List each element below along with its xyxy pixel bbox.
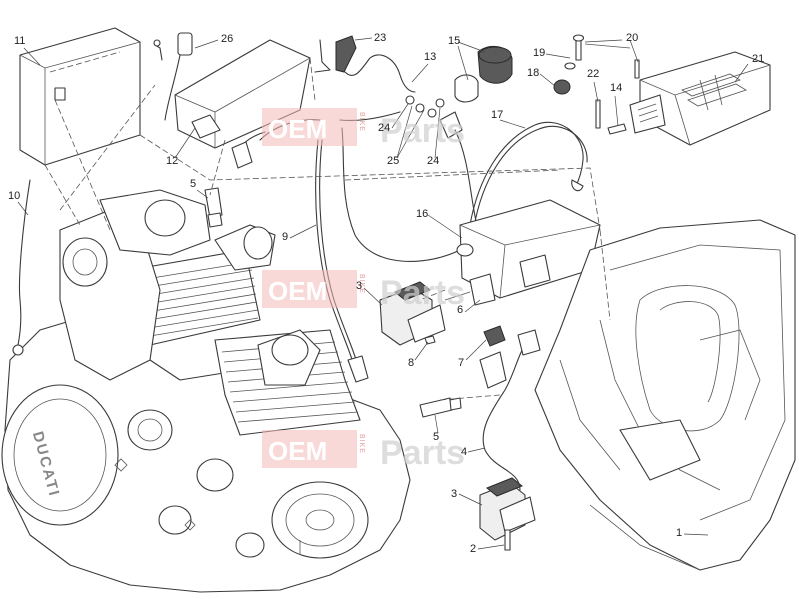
spark-plug-upper: [204, 187, 223, 228]
spark-plug-lower: [419, 397, 462, 418]
part-number-p13: 13: [424, 51, 436, 63]
svg-text:OEM: OEM: [268, 276, 327, 306]
engine-control-unit: [629, 51, 771, 146]
part-number-p4: 4: [461, 446, 467, 458]
electrical-component-holder: [456, 199, 601, 306]
part-number-p18: 18: [527, 67, 539, 79]
airbox-housing: [534, 219, 796, 571]
part-number-p6: 6: [457, 304, 463, 316]
screw-2: [504, 529, 511, 551]
part-number-p9: 9: [282, 231, 288, 243]
part-number-p24a: 24: [378, 122, 390, 134]
part-number-p20: 20: [626, 32, 638, 44]
part-number-p3b: 3: [451, 488, 457, 500]
high-tension-lead: [482, 344, 526, 491]
part-number-p26: 26: [221, 33, 233, 45]
rubber-mount-7: [483, 325, 506, 347]
svg-text:BIKE: BIKE: [358, 274, 365, 294]
screw-8: [424, 335, 436, 345]
svg-text:Parts: Parts: [380, 112, 465, 150]
svg-text:OEM: OEM: [268, 114, 327, 144]
ignition-coil-upper: [379, 281, 471, 346]
part-number-p12: 12: [166, 155, 178, 167]
part-number-p2: 2: [470, 543, 476, 555]
part-number-p19: 19: [533, 47, 545, 59]
battery-positive-cable: [153, 32, 193, 121]
starter-relay: [454, 45, 513, 103]
svg-text:Parts: Parts: [380, 274, 465, 312]
part-number-p3a: 3: [356, 280, 362, 292]
part-number-p10: 10: [8, 190, 20, 202]
engine-assembly: DUCATI: [1, 189, 411, 593]
part-number-p21: 21: [752, 53, 764, 65]
engine-ground-cable: [469, 121, 584, 226]
spark-plug-cap-lead: [314, 35, 416, 93]
part-number-p5a: 5: [190, 178, 196, 190]
part-number-p7: 7: [458, 357, 464, 369]
battery: [19, 27, 141, 166]
part-number-p11: 11: [14, 35, 25, 47]
part-number-p16: 16: [416, 208, 428, 220]
part-number-p25: 25: [387, 155, 399, 167]
callout-leaders: [17, 37, 749, 550]
part-number-p14: 14: [610, 82, 622, 94]
watermark-2: OEM BIKE Parts: [262, 270, 465, 312]
watermark-3: OEM BIKE Parts: [262, 430, 465, 472]
part-number-p24b: 24: [427, 155, 439, 167]
watermark-1: OEM BIKE Parts: [262, 108, 465, 150]
part-number-p5b: 5: [433, 431, 439, 443]
part-number-p15: 15: [448, 35, 460, 47]
ignition-coil-lower: [479, 477, 536, 541]
battery-ground-cable: [17, 179, 31, 346]
part-number-p17: 17: [491, 109, 503, 121]
svg-text:BIKE: BIKE: [358, 434, 365, 454]
svg-text:OEM: OEM: [268, 436, 327, 466]
part-number-p8: 8: [408, 357, 414, 369]
svg-text:BIKE: BIKE: [358, 112, 365, 132]
part-number-p22: 22: [587, 68, 599, 80]
svg-text:Parts: Parts: [380, 434, 465, 472]
fasteners: [553, 34, 640, 135]
part-number-p23: 23: [374, 32, 386, 44]
part-number-p1: 1: [676, 527, 682, 539]
